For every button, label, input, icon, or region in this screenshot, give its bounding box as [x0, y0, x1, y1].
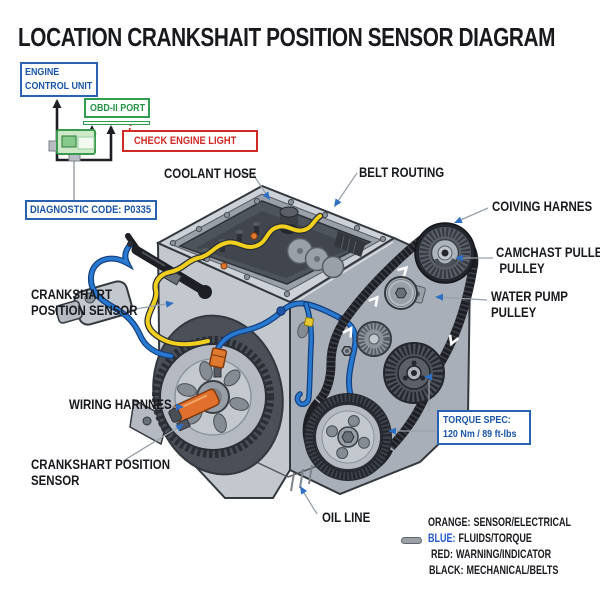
ecu-label-line1: ENGINE [25, 66, 60, 78]
check-engine-label: CHECK ENGINE LIGHT [134, 135, 237, 147]
coolant-hose-blue [87, 241, 359, 409]
callout-belt-routing: BELT ROUTING [359, 165, 445, 180]
legend-item-black: BLACK:MECHANICAL/BELTS [429, 563, 559, 577]
diagnostic-code-label: DIAGNOSTIC CODE: P0335 [30, 204, 152, 216]
crank-pulley [304, 393, 392, 481]
obd-port-connector-bar [83, 121, 150, 125]
camshaft-pulley [414, 222, 476, 284]
tensioner-pulley [341, 321, 392, 357]
torque-spec-box: TORQUE SPEC: 120 Nm / 89 ft-lbs [437, 410, 531, 446]
obd-device [48, 129, 96, 162]
torque-spec-line1: TORQUE SPEC: [443, 414, 511, 426]
wiring-connector [208, 347, 228, 378]
torque-spec-line2: 120 Nm / 89 ft-lbs [443, 427, 517, 440]
callout-camchast-pulley: CAMCHAST PULLEY PULLEY [496, 245, 600, 276]
valve-opening [168, 193, 387, 298]
callout-oil-line: OIL LINE [322, 510, 371, 525]
page-title: LOCATION CRANKSHAIT POSITION SENSOR DIAG… [18, 22, 556, 52]
diagnostic-code-box: DIAGNOSTIC CODE: P0335 [25, 200, 157, 220]
idler-pulley [383, 342, 445, 404]
water-pump-pulley [384, 276, 426, 310]
obd-port-box: OBD-II PORT [84, 98, 150, 118]
obd-port-label: OBD-II PORT [90, 102, 146, 114]
callout-crankshart-upper: CRANKSHART POSITION SENSOR [31, 287, 138, 318]
callout-coiving-harnes: COIVING HARNES [492, 199, 593, 214]
legend-dash-icon [401, 537, 422, 544]
callout-coolant-hose: COOLANT HOSE [164, 166, 257, 181]
callout-wiring-harnnes: WIRING HARNNES [69, 397, 172, 412]
callout-crankshart-lower: CRANKSHART POSITION SENSOR [31, 457, 170, 488]
callout-water-pump-pulley: WATER PUMP PULLEY [491, 289, 568, 320]
legend-item-orange: ORANGE:SENSOR/ELECTRICAL [428, 515, 572, 529]
legend-item-blue: BLUE:FLUIDS/TORQUE [428, 531, 532, 545]
ecu-box: ENGINE CONTROL UNIT [20, 62, 98, 98]
ecu-label-line2: CONTROL UNIT [25, 79, 93, 92]
legend-item-red: RED:WARNING/INDICATOR [431, 547, 552, 561]
harness-wire-yellow [144, 212, 324, 348]
check-engine-box: CHECK ENGINE LIGHT [122, 130, 258, 152]
leader-arrowheads [165, 191, 463, 495]
